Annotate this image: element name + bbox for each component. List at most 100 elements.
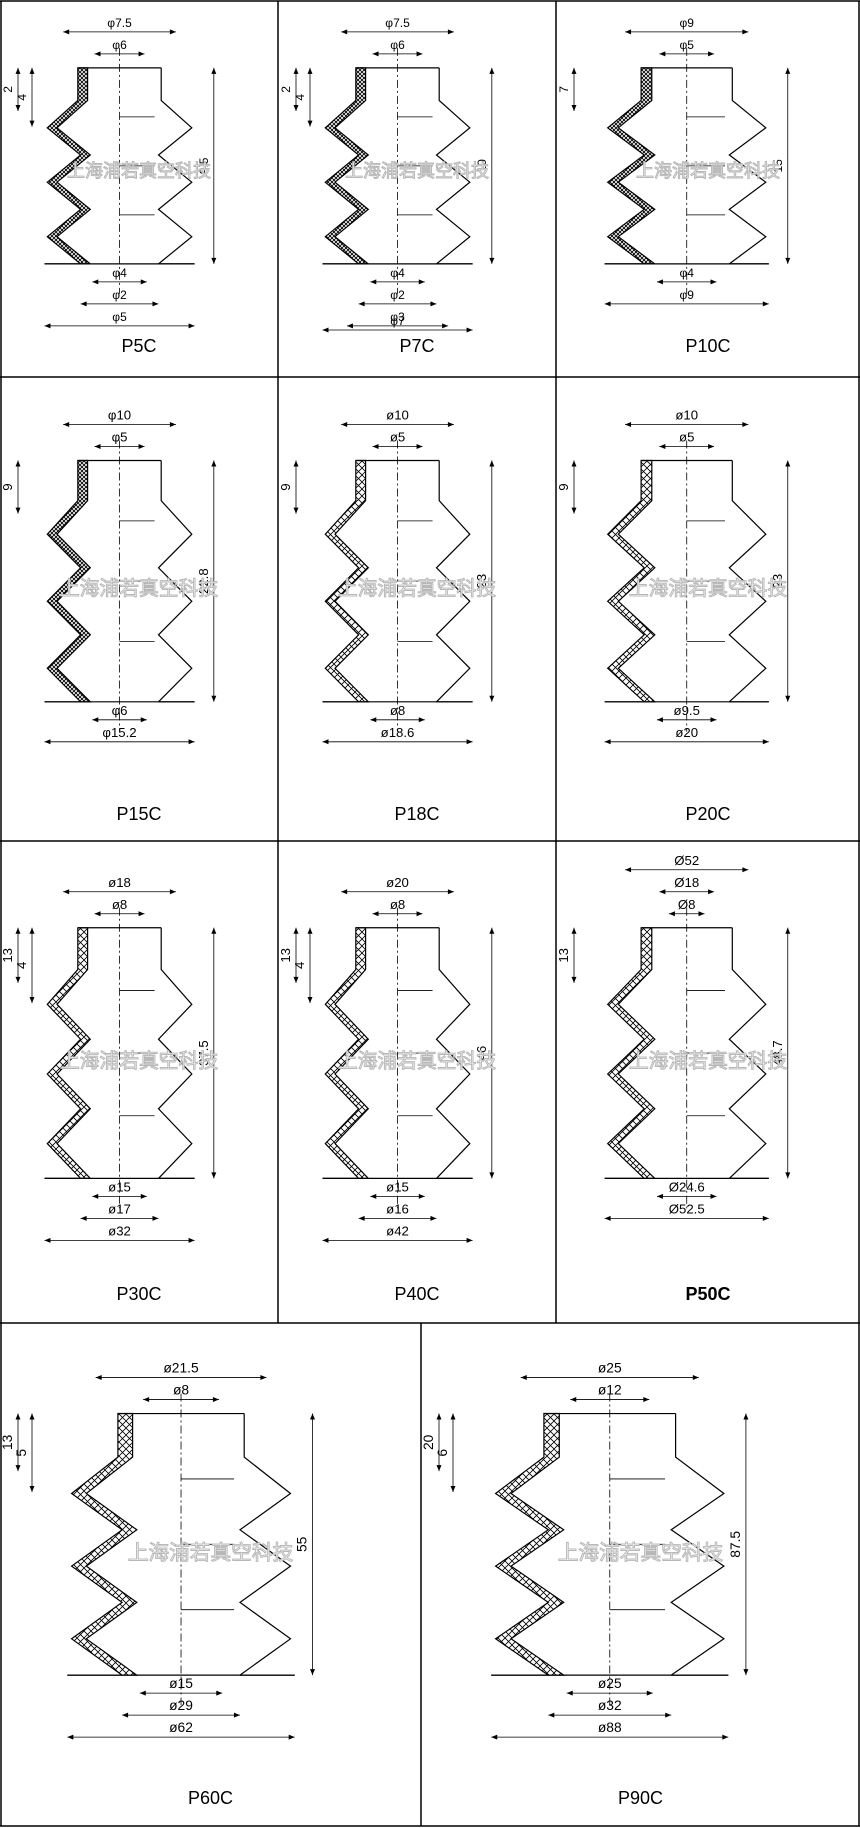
bellows-outline — [435, 460, 471, 703]
dimension-label-d4: ø20 — [675, 725, 698, 740]
dimension-label-d1: ø10 — [675, 408, 698, 423]
arrow-head — [604, 739, 611, 745]
arrow-head — [307, 996, 313, 1003]
arrow-head — [520, 1375, 527, 1381]
part-title: P60C — [187, 1788, 234, 1808]
arrow-head — [138, 911, 145, 917]
arrow-head — [15, 67, 21, 74]
watermark-text: 上海浦若真空科技 — [60, 577, 218, 600]
arrow-head — [94, 444, 101, 450]
dimension-label-d1: ø20 — [386, 875, 409, 890]
dimension-label-d1: φ7.5 — [107, 16, 132, 30]
arrow-head — [430, 301, 437, 307]
dimension-label-h1: 13 — [556, 948, 571, 963]
arrow-head — [659, 51, 666, 57]
arrow-head — [708, 51, 715, 57]
arrow-head — [370, 1193, 377, 1199]
dimension-label-d2: ø8 — [173, 1383, 189, 1398]
arrow-head — [743, 1669, 749, 1676]
watermark-text: 上海浦若真空科技 — [128, 1540, 294, 1564]
part-title: P90C — [617, 1788, 664, 1808]
arrow-head — [94, 911, 101, 917]
arrow-head — [698, 911, 705, 917]
arrow-head — [491, 1734, 498, 1740]
dimension-label-h3: 9.5 — [197, 157, 211, 174]
dimension-label-d2: φ5 — [679, 38, 694, 52]
bellows-outline — [670, 1413, 725, 1676]
dimension-label-h2: 4 — [293, 94, 307, 101]
arrow-head — [293, 976, 299, 983]
arrow-head — [489, 257, 495, 264]
arrow-head — [358, 301, 365, 307]
arrow-head — [571, 976, 577, 983]
bellows-outline — [728, 927, 767, 1179]
dimension-label-d2: φ5 — [112, 430, 128, 445]
dimension-label-d5: ø32 — [108, 1223, 131, 1238]
arrow-head — [288, 1734, 295, 1740]
arrow-head — [785, 1172, 791, 1179]
arrow-head — [625, 867, 632, 873]
dimension-label-d2: ø5 — [679, 430, 694, 445]
part-title: P5C — [121, 336, 157, 356]
arrow-head — [450, 1413, 456, 1420]
arrow-head — [95, 1375, 102, 1381]
arrow-head — [29, 996, 35, 1003]
arrow-head — [656, 279, 663, 285]
part-title: P10C — [685, 336, 731, 356]
arrow-head — [260, 1375, 267, 1381]
watermark-text: 上海浦若真空科技 — [629, 577, 787, 600]
arrow-head — [211, 927, 217, 934]
dimension-label-d3: ø15 — [386, 1179, 409, 1194]
arrow-head — [489, 1172, 495, 1179]
arrow-head — [418, 1193, 425, 1199]
arrow-head — [139, 1690, 146, 1696]
dimension-label-d4: φ2 — [390, 288, 405, 302]
arrow-head — [293, 104, 299, 111]
watermark-text: 上海浦若真空科技 — [67, 161, 211, 182]
arrow-head — [762, 739, 769, 745]
arrow-head — [309, 1413, 315, 1420]
arrow-head — [489, 67, 495, 74]
bellows-outline — [728, 67, 767, 265]
arrow-head — [63, 422, 70, 428]
arrow-head — [742, 867, 749, 873]
bellows-outline — [157, 460, 193, 703]
dimension-label-d2: ø5 — [390, 430, 405, 445]
arrow-head — [370, 279, 377, 285]
dimension-label-d1: φ9 — [679, 16, 694, 30]
hatched-wall — [494, 1412, 566, 1676]
arrow-head — [665, 1712, 672, 1718]
dimension-label-d1: Ø52 — [674, 853, 699, 868]
arrow-head — [646, 1690, 653, 1696]
arrow-head — [152, 1215, 159, 1221]
arrow-head — [659, 444, 666, 450]
dimension-label-d5: ø88 — [598, 1720, 622, 1735]
dimension-label-h1: 2 — [1, 86, 15, 93]
arrow-head — [293, 460, 299, 467]
arrow-head — [548, 1712, 555, 1718]
arrow-head — [668, 911, 675, 917]
dimension-label-d1: φ10 — [108, 408, 131, 423]
arrow-head — [307, 927, 313, 934]
arrow-head — [63, 29, 70, 35]
arrow-head — [436, 1465, 442, 1472]
arrow-head — [785, 257, 791, 264]
arrow-head — [140, 279, 147, 285]
arrow-head — [710, 279, 717, 285]
watermark-text: 上海浦若真空科技 — [345, 161, 489, 182]
arrow-head — [785, 695, 791, 702]
dimension-label-h3: 46 — [474, 1046, 489, 1061]
arrow-head — [211, 1172, 217, 1179]
dimension-label-h1: 20 — [421, 1434, 436, 1450]
arrow-head — [67, 1734, 74, 1740]
dimension-label-d5: ø42 — [386, 1223, 409, 1238]
dimension-label-d1: ø18 — [108, 875, 131, 890]
